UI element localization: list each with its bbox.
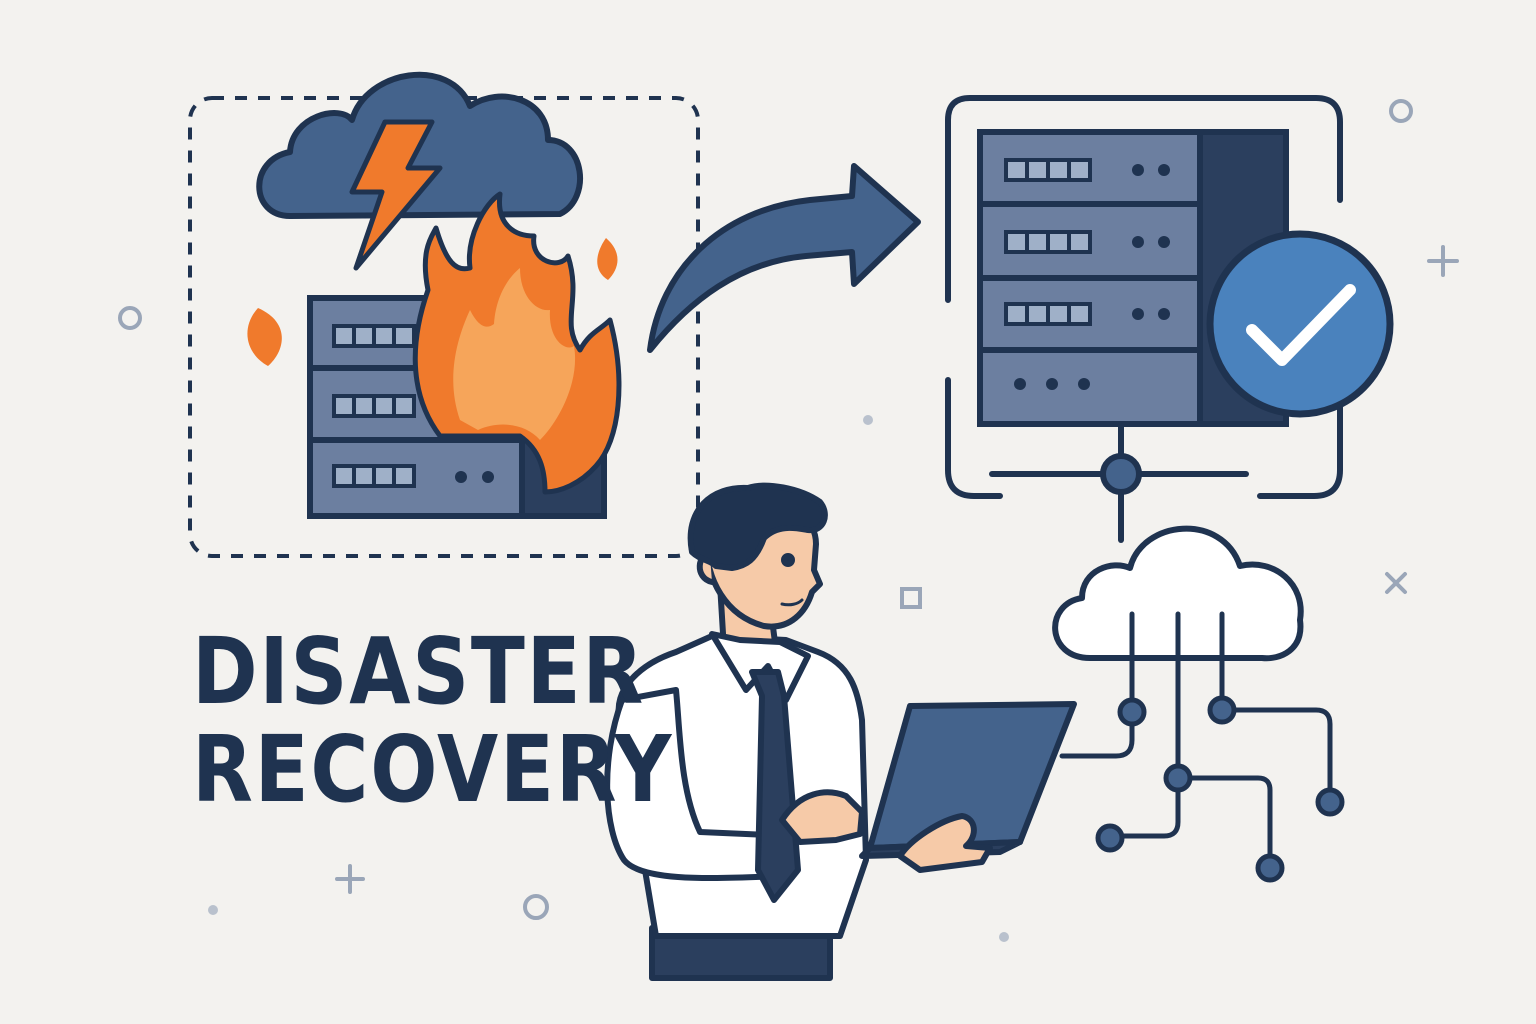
headline-disaster: DISASTER bbox=[192, 618, 646, 725]
decorative-sparkles bbox=[118, 99, 1459, 942]
fire-icon bbox=[247, 191, 622, 495]
checkmark-badge-icon bbox=[1206, 230, 1394, 418]
headline-recovery: RECOVERY bbox=[192, 716, 674, 823]
backup-server-frame bbox=[945, 95, 1343, 543]
network-cloud-icon bbox=[1052, 525, 1345, 883]
person-with-laptop-icon bbox=[604, 482, 1077, 981]
curved-arrow-icon bbox=[647, 163, 921, 353]
lightning-bolt-icon bbox=[349, 119, 443, 271]
